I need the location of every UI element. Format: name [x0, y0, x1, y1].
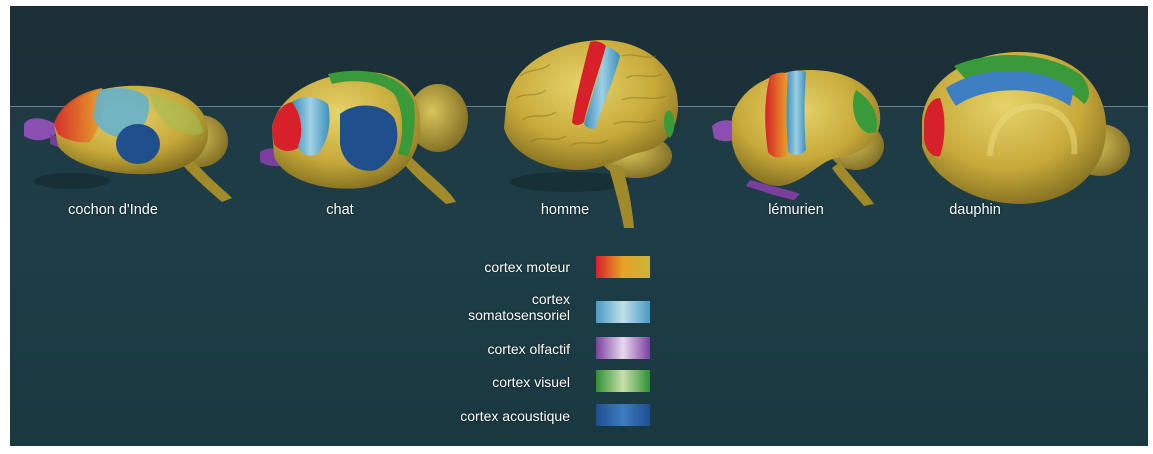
brain-cat: [260, 71, 468, 204]
legend-swatch-olfactory: [596, 337, 650, 359]
brain-lemur: [712, 70, 884, 206]
species-label-lemur: lémurien: [768, 202, 824, 218]
legend-label-visual: cortex visuel: [492, 374, 570, 390]
comparative-brain-figure: cochon d'Inde chat homme lémurien dauphi…: [10, 6, 1148, 446]
legend-item-olfactory: cortex olfactif: [430, 337, 650, 363]
species-label-human: homme: [541, 202, 589, 218]
legend-item-somatosensory: cortex somatosensoriel: [430, 291, 650, 327]
legend-item-visual: cortex visuel: [430, 370, 650, 396]
species-label-dolphin: dauphin: [949, 202, 1001, 218]
legend-label-somatosensory-line2: somatosensoriel: [468, 307, 570, 323]
legend-item-motor: cortex moteur: [430, 256, 650, 282]
species-label-guinea-pig: cochon d'Inde: [68, 202, 158, 218]
legend-swatch-acoustic: [596, 404, 650, 426]
legend-label-somatosensory: cortex somatosensoriel: [468, 291, 570, 323]
motor-cortex-lemur: [765, 73, 788, 158]
legend-label-motor: cortex moteur: [484, 259, 570, 275]
legend-swatch-motor: [596, 256, 650, 278]
brain-guinea-pig: [24, 86, 232, 202]
brain-dolphin: [922, 52, 1130, 204]
legend-swatch-somatosensory: [596, 301, 650, 323]
legend-swatch-visual: [596, 370, 650, 392]
brain-human: [504, 40, 678, 228]
somatosensory-cortex-lemur: [787, 71, 807, 155]
species-label-cat: chat: [326, 202, 353, 218]
legend-label-somatosensory-line1: cortex: [468, 291, 570, 307]
legend-label-acoustic: cortex acoustique: [460, 408, 570, 424]
acoustic-cortex-guinea-pig: [116, 124, 160, 164]
legend-label-olfactory: cortex olfactif: [488, 341, 570, 357]
legend-item-acoustic: cortex acoustique: [430, 404, 650, 430]
